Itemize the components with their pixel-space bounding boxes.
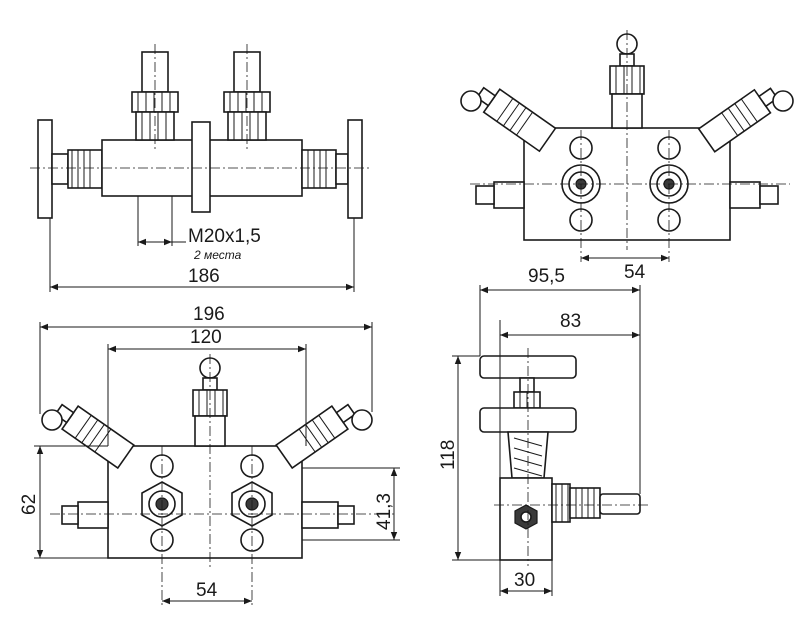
dim-30: 30 [514,570,535,591]
dim-196: 196 [193,304,225,325]
right-nut [301,149,337,189]
right-plug [729,181,761,209]
dim-118: 118 [438,440,459,470]
side-view-top: 54 [460,30,794,283]
profile-view: 95,5 83 118 30 [438,266,650,596]
dim-83: 83 [560,311,581,332]
right-angled-valve [697,88,772,153]
dim-54-top: 54 [624,262,646,283]
profile-side-stem [599,493,641,515]
left-plug [493,181,525,209]
dim-95-5: 95,5 [528,266,565,287]
left-fitting [51,153,69,185]
manifold-body-bottom [107,445,303,559]
dim-54-bottom: 54 [196,580,218,601]
profile-side-nut [569,487,601,519]
center-stem [191,121,211,213]
side-view-bottom: 196 120 62 41,3 54 [19,304,400,606]
thread-note: 2 места [193,248,242,262]
dim-120: 120 [190,327,222,348]
right-flange [347,119,363,219]
right-handle-ball [772,90,794,112]
left-flange [37,119,53,219]
dim-186: 186 [188,266,220,287]
front-view: M20x1,5 2 места 186 [30,44,370,292]
left-nut [67,149,103,189]
dim-62: 62 [19,494,40,515]
right-fitting [335,153,349,185]
left-angled-valve [482,88,557,153]
left-handle-ball [460,90,482,112]
thread-label: M20x1,5 [188,226,261,247]
dim-41-3: 41,3 [374,493,395,530]
